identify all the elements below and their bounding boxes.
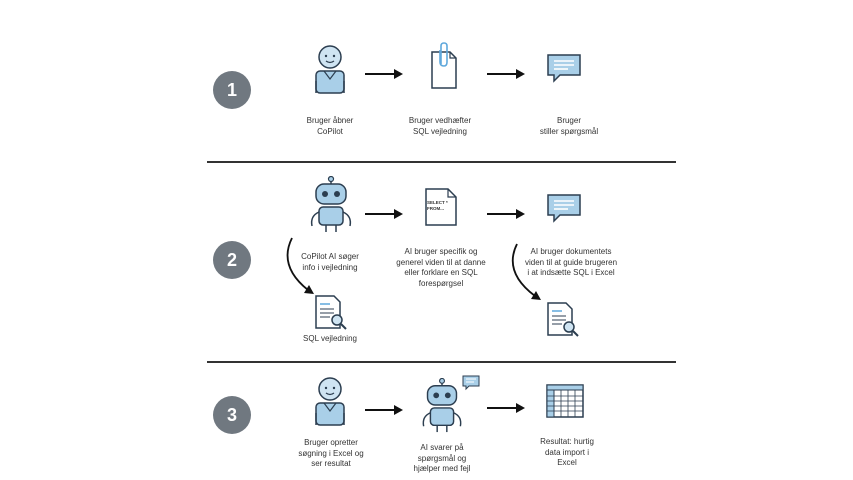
step-number: 3 [226,404,237,425]
caption-ai-searches: CoPilot AI søger info i vejledning [301,252,359,272]
step-number: 1 [226,79,237,100]
spreadsheet-icon [546,384,584,418]
caption-ai-document: AI bruger dokumentets viden til at guide… [524,247,618,277]
caption-ai-knowledge: AI bruger specifik og generel viden til … [396,247,486,288]
row-divider-2 [207,361,676,363]
chat-bubble-icon [462,375,480,391]
arrow-right-icon [487,207,525,225]
robot-icon [414,378,470,434]
arrow-right-icon [365,67,403,85]
curved-arrow-icon [503,242,545,307]
user-icon [302,373,358,429]
magnifier-document-icon [314,294,348,330]
user-icon [302,41,358,97]
caption-sql-guide: SQL vejledning [303,334,357,343]
caption-user-opens: Bruger åbner CoPilot [306,116,354,136]
arrow-right-icon [365,403,403,421]
step-1-badge: 1 [213,71,251,109]
step-number: 2 [226,249,237,270]
caption-user-asks: Bruger stiller spørgsmål [539,116,599,136]
sql-document-icon [424,187,458,227]
arrow-right-icon [487,401,525,419]
robot-icon [302,176,360,234]
caption-user-attaches: Bruger vedhæfter SQL vejledning [408,116,472,136]
step-3-badge: 3 [213,396,251,434]
caption-result: Resultat: hurtig data import i Excel [540,437,594,467]
caption-ai-answers: AI svarer på spørgsmål og hjælper med fe… [413,443,471,473]
sql-document-text: SELECT * FROM... [427,200,448,211]
chat-bubble-icon [546,193,582,225]
chat-bubble-icon [546,53,582,85]
caption-user-creates: Bruger opretter søgning i Excel og ser r… [298,438,364,468]
curved-arrow-icon [278,236,318,301]
magnifier-document-icon [546,301,580,337]
step-2-badge: 2 [213,241,251,279]
paperclip-document-icon [428,42,460,92]
row-divider-1 [207,161,676,163]
arrow-right-icon [487,67,525,85]
arrow-right-icon [365,207,403,225]
